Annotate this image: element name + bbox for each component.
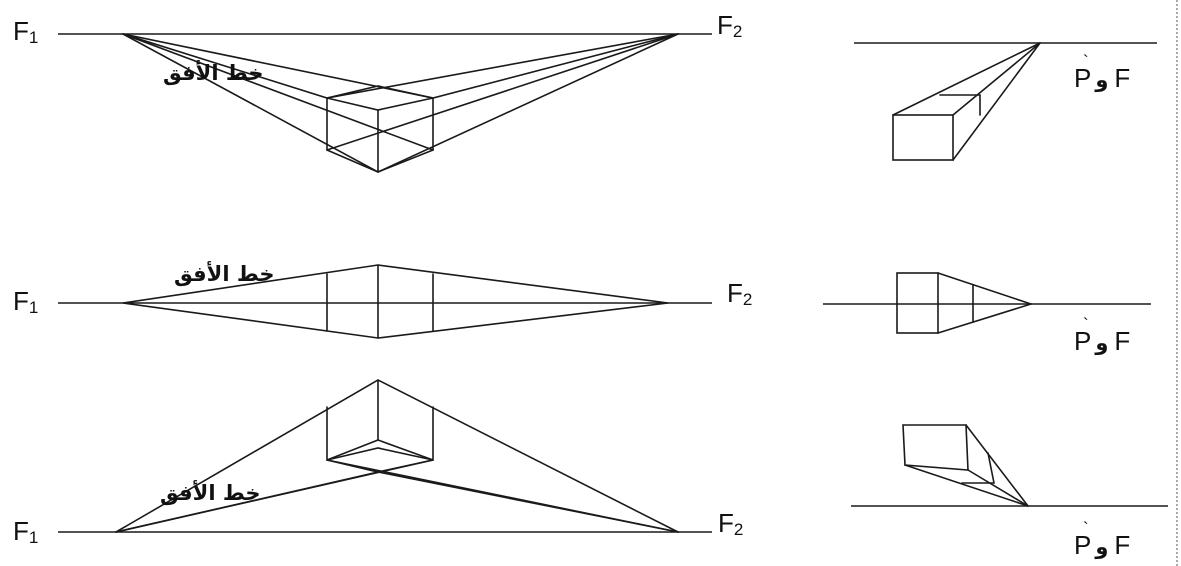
box-front-left (326, 439, 379, 461)
convergence-line (904, 464, 1029, 507)
bottom-edges (122, 33, 679, 173)
box-front-face (902, 424, 969, 471)
convergence-line (937, 303, 1032, 334)
vanishing-point-f2-label: F2 (717, 10, 742, 41)
top-edges (115, 379, 679, 533)
box-bottom-face (326, 447, 434, 473)
bottom-left-edge (115, 471, 379, 533)
box-back-edge (987, 452, 995, 484)
convergence-line (122, 33, 434, 151)
vanishing-point-f1-label: F1 (13, 516, 38, 547)
two-point-box-at-horizon: F1 F2 خط الأفق (13, 260, 752, 339)
horizon-label: خط الأفق (160, 479, 260, 505)
prime-mark: ` (1083, 315, 1089, 334)
convergence-line (952, 42, 1041, 116)
convergence-line (952, 42, 1041, 161)
convergence-line (965, 424, 1029, 507)
box-bottom-right (377, 149, 434, 173)
bottom-right-edge (377, 471, 679, 533)
convergence-line (892, 42, 1041, 116)
vanishing-point-f2-label: F2 (727, 278, 752, 309)
box-top-face (326, 85, 434, 111)
vanishing-point-f1-label: F1 (13, 16, 38, 47)
prime-mark: ` (1083, 52, 1089, 71)
vanishing-point-f1-label: F1 (13, 286, 38, 317)
box-bottom-left (326, 149, 379, 173)
outline-diamond (122, 264, 669, 339)
vanishing-point-f2-label: F2 (718, 508, 743, 539)
two-point-box-below-horizon: F1 F2 خط الأفق (13, 10, 742, 173)
convergence-line (326, 33, 679, 151)
horizon-label: خط الأفق (163, 59, 263, 85)
box-front-face (892, 114, 954, 161)
convergence-line (967, 469, 1029, 507)
convergence-line (937, 272, 1032, 305)
horizon-label: خط الأفق (174, 260, 274, 286)
prime-mark: ` (1083, 519, 1089, 538)
two-point-box-above-horizon: F1 F2 خط الأفق (13, 379, 743, 547)
box-front-face (896, 272, 939, 334)
box-front-right (377, 439, 434, 461)
